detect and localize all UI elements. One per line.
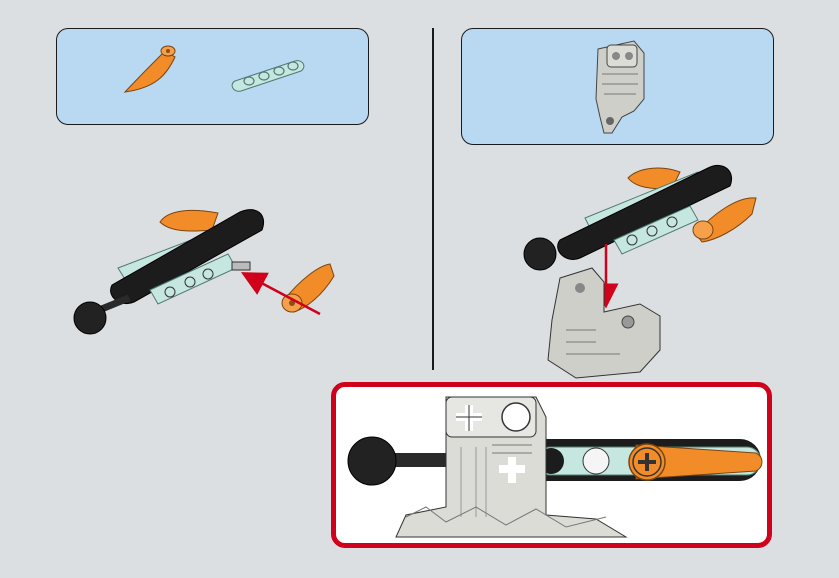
step1-assembly bbox=[74, 210, 334, 334]
detail-zoom-frame bbox=[331, 382, 772, 548]
detail-assembly-icon bbox=[336, 387, 767, 543]
step2-assembly bbox=[524, 165, 756, 378]
